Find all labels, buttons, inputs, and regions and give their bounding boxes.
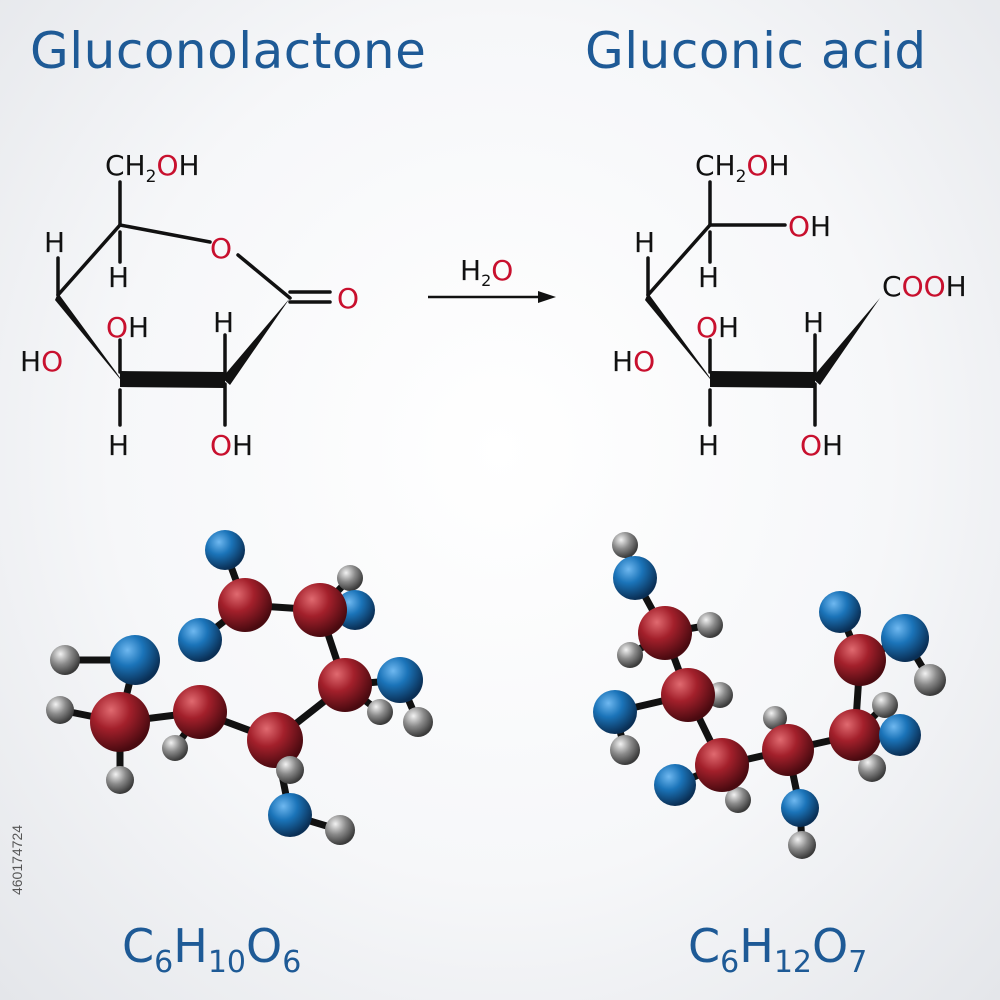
carbonyl-oxygen-label: O [337, 282, 359, 315]
gluconic-acid-atom-labels: CH2OH OH H H COOH OH H HO H OH [612, 149, 967, 462]
carbon-atom [762, 724, 814, 776]
ho-label: HO [612, 345, 655, 378]
hydrogen-atom [725, 787, 751, 813]
formula-subscript: 10 [208, 945, 246, 980]
oxygen-atom [593, 690, 637, 734]
hydrogen-atom [106, 766, 134, 794]
oh-label: OH [210, 429, 253, 462]
gluconolactone-3d-model [46, 530, 433, 845]
h-label: H [698, 429, 719, 462]
hydrogen-atom [367, 699, 393, 725]
oxygen-atom [881, 614, 929, 662]
formula-element: O [246, 919, 282, 973]
carbon-atom [318, 658, 372, 712]
formula-subscript: 7 [848, 945, 867, 980]
carbon-atom [661, 668, 715, 722]
h-label: H [803, 306, 824, 339]
ch2oh-label-right: CH2OH [695, 149, 790, 187]
formula-element: C [688, 919, 720, 973]
oh-label: OH [788, 210, 831, 243]
hydrogen-atom [914, 664, 946, 696]
hydrogen-atom [612, 532, 638, 558]
oxygen-atom [110, 635, 160, 685]
h-label: H [108, 429, 129, 462]
h-label: H [213, 306, 234, 339]
gluconic-acid-3d-model [593, 532, 946, 859]
hydrogen-atom [50, 645, 80, 675]
oh-label: OH [696, 311, 739, 344]
h-label: H [634, 226, 655, 259]
formula-subscript: 12 [774, 945, 812, 980]
hydrogen-atom [46, 696, 74, 724]
oxygen-atom [205, 530, 245, 570]
hydrogen-atom [617, 642, 643, 668]
hydrogen-atom [788, 831, 816, 859]
gluconolactone-structure [55, 180, 332, 427]
gluconic-acid-title: Gluconic acid [585, 22, 927, 80]
oxygen-atom [377, 657, 423, 703]
carbon-atom [247, 712, 303, 768]
carbon-atom [90, 692, 150, 752]
hydrogen-atom [276, 756, 304, 784]
gluconic-acid-formula: C6H12O7 [688, 919, 867, 980]
formula-subscript: 6 [154, 945, 173, 980]
formula-subscript: 6 [720, 945, 739, 980]
carbon-atom [293, 583, 347, 637]
hydrogen-atom [763, 706, 787, 730]
oxygen-atom [178, 618, 222, 662]
formula-element: C [122, 919, 154, 973]
carbon-atom [834, 634, 886, 686]
ch2oh-label-left: CH2OH [105, 149, 200, 187]
h-label: H [108, 261, 129, 294]
hydrogen-atom [325, 815, 355, 845]
hydrogen-atom [872, 692, 898, 718]
oh-label: OH [106, 311, 149, 344]
formula-element: H [173, 919, 208, 973]
oxygen-atom [879, 714, 921, 756]
carbon-atom [829, 709, 881, 761]
carbon-atom [638, 606, 692, 660]
carbon-atom [173, 685, 227, 739]
cooh-label: COOH [882, 270, 967, 303]
formula-subscript: 6 [282, 945, 301, 980]
hydrogen-atom [697, 612, 723, 638]
hydrogen-atom [403, 707, 433, 737]
ring-oxygen-label: O [210, 232, 232, 265]
oxygen-atom [613, 556, 657, 600]
hydrogen-atom [858, 754, 886, 782]
gluconic-acid-structure [645, 180, 880, 427]
formula-element: H [739, 919, 774, 973]
oxygen-atom [781, 789, 819, 827]
h-label: H [698, 261, 719, 294]
reaction-arrow: H2O [428, 254, 556, 303]
h-label: H [44, 226, 65, 259]
oxygen-atom [819, 591, 861, 633]
water-reagent-label: H2O [460, 254, 513, 290]
hydrogen-atom [337, 565, 363, 591]
oxygen-atom [268, 793, 312, 837]
stock-id-text: 460174724 [9, 824, 25, 896]
stock-id-watermark: 460174724 [2, 760, 32, 960]
oh-label: OH [800, 429, 843, 462]
gluconolactone-atom-labels: CH2OH O O H H OH H HO H OH [20, 149, 359, 462]
hydrogen-atom [610, 735, 640, 765]
formula-element: O [812, 919, 848, 973]
carbon-atom [218, 578, 272, 632]
gluconolactone-title: Gluconolactone [30, 22, 427, 80]
hydrogen-atom [162, 735, 188, 761]
oxygen-atom [654, 764, 696, 806]
carbon-atom [695, 738, 749, 792]
gluconolactone-formula: C6H10O6 [122, 919, 301, 980]
ho-label: HO [20, 345, 63, 378]
